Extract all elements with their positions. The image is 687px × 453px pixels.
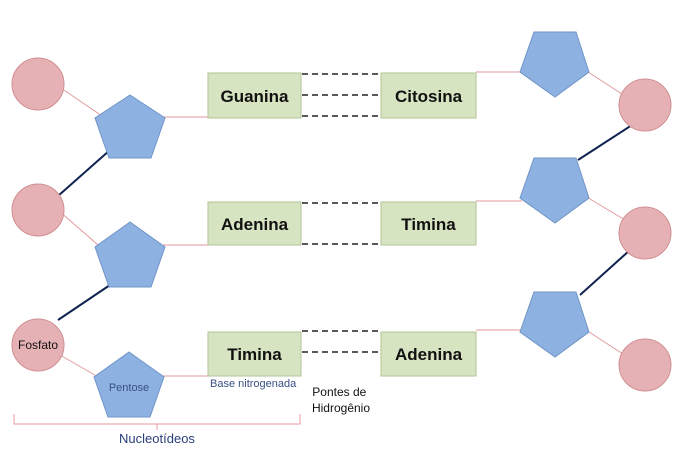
base-right-2 [380,201,477,246]
base-right-1-label: Citosina [395,87,463,106]
link-left-3 [59,354,101,379]
backbone-right-2 [579,249,631,296]
base-right-2-label: Timina [401,215,456,234]
nucleotide-caption: Nucleotídeos [119,431,195,446]
base-right-3 [380,331,477,377]
phosphate-left-3 [11,318,65,372]
link-right-1 [584,69,626,97]
link-right-2 [584,195,626,221]
pentose-right-1 [519,31,590,98]
pentose-label: Pentose [109,382,149,394]
hydrogen-bonds [302,73,380,353]
base-left-1 [207,72,302,119]
base-left-2 [207,201,302,246]
nucleotide-bracket [13,414,301,425]
pentose-left-3 [93,351,165,418]
phosphate-label: Fosfato [18,338,58,352]
phosphate-right-3 [618,338,672,392]
base-left-3-label: Timina [227,345,282,364]
base-right-1 [380,72,477,119]
base-right-3-label: Adenina [395,345,463,364]
pentose-left-1 [94,94,166,159]
pentose-left-2 [94,221,166,288]
pentose-right-2 [519,157,590,224]
link-right-3 [585,329,627,357]
link-left-2 [57,209,99,246]
backbone-right-1 [577,124,633,161]
phosphate-left-2 [11,183,65,237]
hbond-caption: Pontes de Hidrogênio [312,385,370,415]
hbond-caption-line-2: Hidrogênio [312,401,370,415]
phosphate-right-1 [618,78,672,132]
base-caption: Base nitrogenada [210,378,297,390]
hbond-caption-line-1: Pontes de [312,385,366,399]
base-left-1-label: Guanina [220,87,289,106]
base-left-2-label: Adenina [221,215,289,234]
pentose-right-3 [519,291,590,358]
base-left-3 [207,331,302,377]
phosphate-left-1 [11,57,65,111]
backbone-left-1 [57,149,111,197]
phosphate-right-2 [618,206,672,260]
link-left-1 [57,85,106,119]
backbone-left-2 [57,284,111,321]
